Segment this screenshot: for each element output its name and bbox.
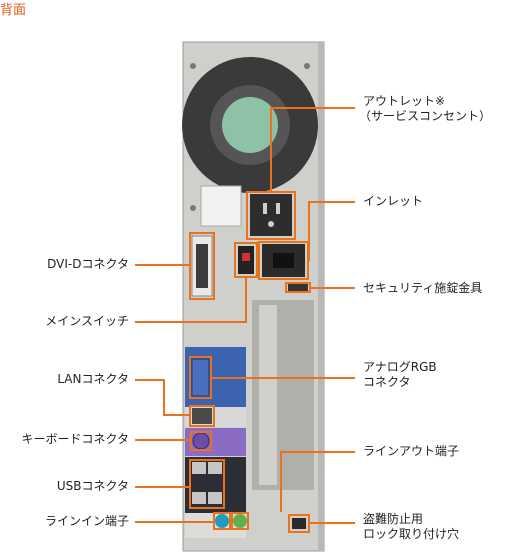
line-in-jack bbox=[215, 514, 229, 528]
outlet-highlight bbox=[246, 191, 296, 240]
switch-highlight bbox=[234, 242, 258, 278]
label-outlet: アウトレット※ （サービスコンセント） bbox=[359, 94, 491, 124]
lineout-highlight bbox=[231, 512, 249, 530]
usb-port-2 bbox=[208, 462, 222, 474]
ps2-highlight bbox=[190, 431, 212, 451]
page-title: 背面 bbox=[0, 3, 27, 18]
dvi-highlight bbox=[189, 232, 215, 300]
inlet-leader-v bbox=[308, 201, 310, 261]
antitheft-hole bbox=[292, 518, 306, 529]
vga-port bbox=[191, 358, 210, 397]
usb-port-4 bbox=[208, 492, 222, 504]
service-outlet bbox=[250, 194, 292, 236]
label-security: セキュリティ施錠金具 bbox=[363, 281, 483, 295]
usb-leader bbox=[135, 486, 189, 488]
lan-leader-h2 bbox=[163, 414, 189, 416]
keyboard-leader bbox=[135, 439, 190, 441]
label-usb: USBコネクタ bbox=[56, 479, 129, 493]
usb-highlight bbox=[189, 459, 225, 509]
lineout-leader-v bbox=[280, 451, 282, 512]
fan-screw-tl bbox=[190, 63, 196, 69]
usb-port-3 bbox=[192, 492, 206, 504]
lan-port bbox=[192, 408, 212, 424]
switch-leader-v bbox=[245, 278, 247, 323]
label-inlet: インレット bbox=[363, 194, 424, 208]
antitheft-leader bbox=[310, 522, 355, 524]
label-outlet-line2: （サービスコンセント） bbox=[359, 109, 492, 123]
antitheft-highlight bbox=[288, 514, 310, 533]
switch-leader-h bbox=[135, 321, 246, 323]
usb-port-1 bbox=[192, 462, 206, 474]
vga-leader bbox=[212, 377, 355, 379]
inlet-leader-h bbox=[309, 201, 355, 203]
label-analog-rgb: アナログRGB コネクタ bbox=[363, 360, 437, 390]
label-analog-rgb-line2: コネクタ bbox=[363, 375, 411, 389]
lan-leader-h1 bbox=[135, 379, 164, 381]
linein-highlight bbox=[213, 512, 231, 530]
warning-label bbox=[200, 185, 242, 227]
outlet-leader-v bbox=[270, 107, 272, 193]
security-clip bbox=[288, 284, 308, 291]
fan-screw-bl bbox=[190, 205, 196, 211]
security-highlight bbox=[285, 282, 311, 293]
lan-leader-v bbox=[163, 379, 165, 416]
label-line-out: ラインアウト端子 bbox=[363, 444, 460, 458]
lan-highlight bbox=[189, 405, 215, 427]
vga-highlight bbox=[189, 356, 212, 399]
label-antitheft-line2: ロック取り付け穴 bbox=[363, 527, 460, 541]
label-analog-rgb-line1: アナログRGB bbox=[363, 360, 437, 374]
inlet-highlight bbox=[258, 241, 309, 280]
dvi-leader bbox=[135, 264, 189, 266]
label-keyboard: キーボードコネクタ bbox=[21, 432, 129, 446]
fan-screw-tr bbox=[304, 63, 310, 69]
outlet-leader-h bbox=[271, 107, 355, 109]
chassis-bevel bbox=[318, 42, 324, 551]
lineout-leader-h bbox=[281, 451, 355, 453]
linein-leader bbox=[135, 521, 213, 523]
label-outlet-line1: アウトレット※ bbox=[363, 94, 446, 108]
fan-hub bbox=[222, 97, 278, 153]
label-antitheft: 盗難防止用 ロック取り付け穴 bbox=[363, 512, 459, 542]
label-lan: LANコネクタ bbox=[57, 372, 129, 386]
line-out-jack bbox=[233, 514, 247, 528]
security-leader bbox=[311, 287, 355, 289]
label-dvi: DVI-Dコネクタ bbox=[47, 257, 129, 271]
label-antitheft-line1: 盗難防止用 bbox=[363, 512, 424, 526]
label-main-switch: メインスイッチ bbox=[45, 314, 129, 328]
label-line-in: ラインイン端子 bbox=[44, 514, 129, 528]
